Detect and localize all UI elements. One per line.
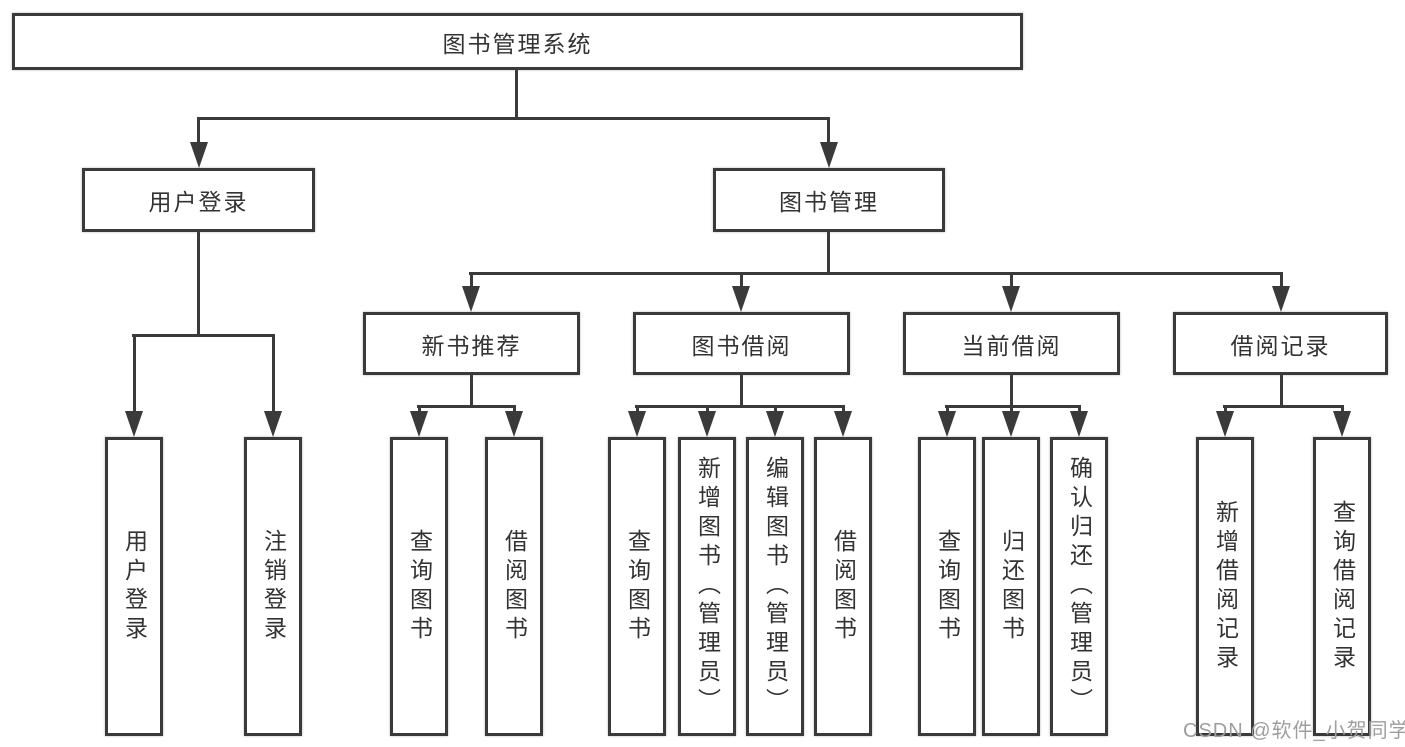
edge-recommend-borrow-stem <box>513 405 516 414</box>
node-leaf-borrow-query-label: 查询图书 <box>624 528 651 645</box>
edge-level2-bar <box>197 117 830 120</box>
edge-user-login-stem <box>197 117 200 145</box>
node-user-login-label: 用户登录 <box>148 189 249 215</box>
arrow-borrow-icon <box>732 286 750 312</box>
edge-borrow-add-stem <box>706 405 709 414</box>
arrow-current-query-icon <box>938 411 956 437</box>
node-root-label: 图书管理系统 <box>442 30 593 57</box>
node-book-management-label: 图书管理 <box>779 189 879 215</box>
edge-current-return-stem <box>1010 405 1013 414</box>
node-leaf-borrow-query: 查询图书 <box>608 437 666 736</box>
arrow-borrow-borrow-icon <box>834 411 852 437</box>
node-leaf-borrow-add-admin: 新增图书（管理员） <box>678 437 736 736</box>
edge-records-query-stem <box>1341 405 1344 414</box>
edge-records-stem <box>1280 272 1283 289</box>
edge-level3-bar <box>469 272 1283 275</box>
edge-current-query-stem <box>946 405 949 414</box>
edge-recommend-bar <box>417 405 516 408</box>
edge-records-add-stem <box>1224 405 1227 414</box>
node-borrow-records-label: 借阅记录 <box>1230 332 1331 359</box>
node-borrow-records: 借阅记录 <box>1173 312 1388 375</box>
node-current-borrow-label: 当前借阅 <box>961 332 1062 359</box>
arrow-recommend-icon <box>462 286 480 312</box>
node-leaf-current-return: 归还图书 <box>982 437 1040 736</box>
edge-borrow-stem <box>740 272 743 289</box>
node-leaf-logout: 注销登录 <box>244 437 302 736</box>
node-new-book-recommend: 新书推荐 <box>363 312 580 375</box>
node-leaf-recommend-query: 查询图书 <box>390 437 448 736</box>
arrow-login-icon <box>125 411 143 437</box>
node-leaf-records-add: 新增借阅记录 <box>1196 437 1254 736</box>
node-leaf-current-query: 查询图书 <box>918 437 976 736</box>
edge-recommend-stem <box>470 272 473 289</box>
node-book-management: 图书管理 <box>713 168 945 232</box>
arrow-records-add-icon <box>1216 411 1234 437</box>
node-leaf-borrow-borrow: 借阅图书 <box>814 437 872 736</box>
node-leaf-borrow-edit-admin-label: 编辑图书（管理员） <box>762 456 789 717</box>
edge-borrow-down <box>740 375 743 408</box>
edge-borrow-bar <box>635 405 845 408</box>
edge-borrow-query-stem <box>636 405 639 414</box>
arrow-recommend-query-icon <box>410 411 428 437</box>
node-leaf-current-confirm-admin: 确认归还（管理员） <box>1050 437 1108 736</box>
node-leaf-borrow-edit-admin: 编辑图书（管理员） <box>746 437 804 736</box>
node-leaf-records-query-label: 查询借阅记录 <box>1329 499 1356 674</box>
node-book-borrow: 图书借阅 <box>633 312 850 375</box>
node-leaf-login-label: 用户登录 <box>121 528 148 645</box>
node-leaf-borrow-borrow-label: 借阅图书 <box>830 528 857 645</box>
edge-current-stem <box>1010 272 1013 289</box>
edge-user-login-down <box>197 232 200 336</box>
node-leaf-records-query: 查询借阅记录 <box>1313 437 1371 736</box>
edge-logout-stem <box>272 334 275 413</box>
edge-recommend-query-stem <box>418 405 421 414</box>
arrow-records-icon <box>1272 286 1290 312</box>
edge-root-stem <box>515 70 518 120</box>
edge-records-bar <box>1223 405 1344 408</box>
edge-borrow-borrow-stem <box>842 405 845 414</box>
arrow-user-login-icon <box>190 142 208 168</box>
node-leaf-current-return-label: 归还图书 <box>998 528 1025 645</box>
arrow-borrow-edit-icon <box>766 411 784 437</box>
node-book-borrow-label: 图书借阅 <box>691 332 792 359</box>
arrow-borrow-add-icon <box>698 411 716 437</box>
edge-user-login-bar <box>132 334 275 337</box>
node-root: 图书管理系统 <box>12 13 1023 70</box>
edge-borrow-edit-stem <box>774 405 777 414</box>
arrow-current-icon <box>1002 286 1020 312</box>
node-user-login: 用户登录 <box>82 168 315 232</box>
edge-records-down <box>1280 375 1283 408</box>
node-leaf-recommend-borrow: 借阅图书 <box>485 437 543 736</box>
edge-book-management-stem <box>827 117 830 145</box>
node-leaf-borrow-add-admin-label: 新增图书（管理员） <box>694 456 721 717</box>
edge-login-stem <box>133 334 136 413</box>
node-leaf-records-add-label: 新增借阅记录 <box>1212 499 1239 674</box>
node-new-book-recommend-label: 新书推荐 <box>421 332 522 359</box>
node-leaf-recommend-borrow-label: 借阅图书 <box>501 528 528 645</box>
arrow-logout-icon <box>264 411 282 437</box>
edge-recommend-down <box>470 375 473 408</box>
node-current-borrow: 当前借阅 <box>903 312 1120 375</box>
node-leaf-recommend-query-label: 查询图书 <box>406 528 433 645</box>
edge-current-confirm-stem <box>1078 405 1081 414</box>
node-leaf-logout-label: 注销登录 <box>260 528 287 645</box>
arrow-records-query-icon <box>1333 411 1351 437</box>
edge-book-management-down <box>827 232 830 275</box>
node-leaf-current-query-label: 查询图书 <box>934 528 961 645</box>
arrow-current-return-icon <box>1002 411 1020 437</box>
watermark: CSDN @软件_小贺同学 <box>1183 720 1405 742</box>
arrow-borrow-query-icon <box>628 411 646 437</box>
edge-current-bar <box>945 405 1081 408</box>
edge-current-down <box>1010 375 1013 408</box>
node-leaf-current-confirm-admin-label: 确认归还（管理员） <box>1066 456 1093 717</box>
arrow-recommend-borrow-icon <box>505 411 523 437</box>
arrow-current-confirm-icon <box>1070 411 1088 437</box>
node-leaf-login: 用户登录 <box>105 437 163 736</box>
arrow-book-management-icon <box>820 142 838 168</box>
